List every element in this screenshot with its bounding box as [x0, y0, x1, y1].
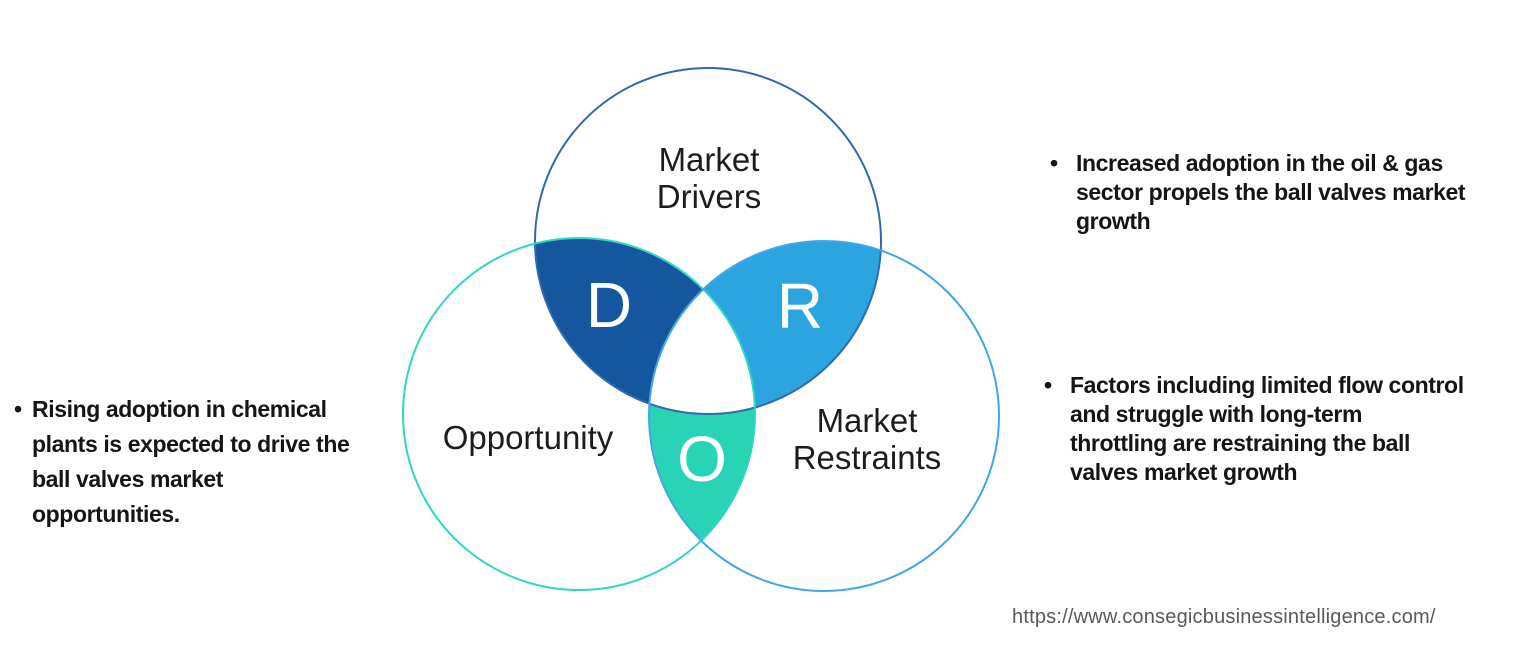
bullet-icon: • [14, 396, 22, 422]
opportunity-note: • Rising adoption in chemical plants is … [14, 392, 350, 532]
note-line: Rising adoption in chemical [32, 396, 327, 422]
opportunity-note-text: Rising adoption in chemical plants is ex… [32, 392, 350, 532]
note-line: opportunities. [32, 501, 180, 527]
note-line: Factors including limited flow control [1070, 372, 1464, 398]
restraints-note: • Factors including limited flow control… [1044, 371, 1464, 487]
drivers-circle-outline [534, 67, 882, 415]
website-url: https://www.consegicbusinessintelligence… [1012, 606, 1436, 628]
note-line: throttling are restraining the ball [1070, 430, 1410, 456]
restraints-overlap-letter: R [776, 270, 824, 342]
note-line: growth [1076, 208, 1151, 234]
drivers-note-text: Increased adoption in the oil & gas sect… [1076, 149, 1466, 236]
note-line: Increased adoption in the oil & gas [1076, 150, 1443, 176]
drivers-overlap-letter: D [585, 269, 633, 341]
note-line: plants is expected to drive the [32, 431, 350, 457]
note-line: sector propels the ball valves market [1076, 179, 1466, 205]
bullet-icon: • [1044, 372, 1052, 398]
drivers-note: • Increased adoption in the oil & gas se… [1050, 149, 1466, 236]
drivers-restraints-overlap-region [649, 241, 881, 414]
note-line: and struggle with long-term [1070, 401, 1363, 427]
opportunity-label: Opportunity [442, 419, 614, 456]
market-restraints-label: Market Restraints [792, 402, 942, 476]
bullet-icon: • [1050, 150, 1058, 176]
note-line: valves market growth [1070, 459, 1298, 485]
opportunity-circle-outline [402, 237, 756, 591]
note-line: ball valves market [32, 466, 223, 492]
opportunity-overlap-letter: O [677, 423, 727, 495]
restraints-circle-outline [648, 240, 1000, 592]
restraints-note-text: Factors including limited flow control a… [1070, 371, 1464, 487]
drivers-opportunity-overlap-region [535, 238, 755, 414]
market-drivers-label: Market Drivers [656, 141, 762, 215]
